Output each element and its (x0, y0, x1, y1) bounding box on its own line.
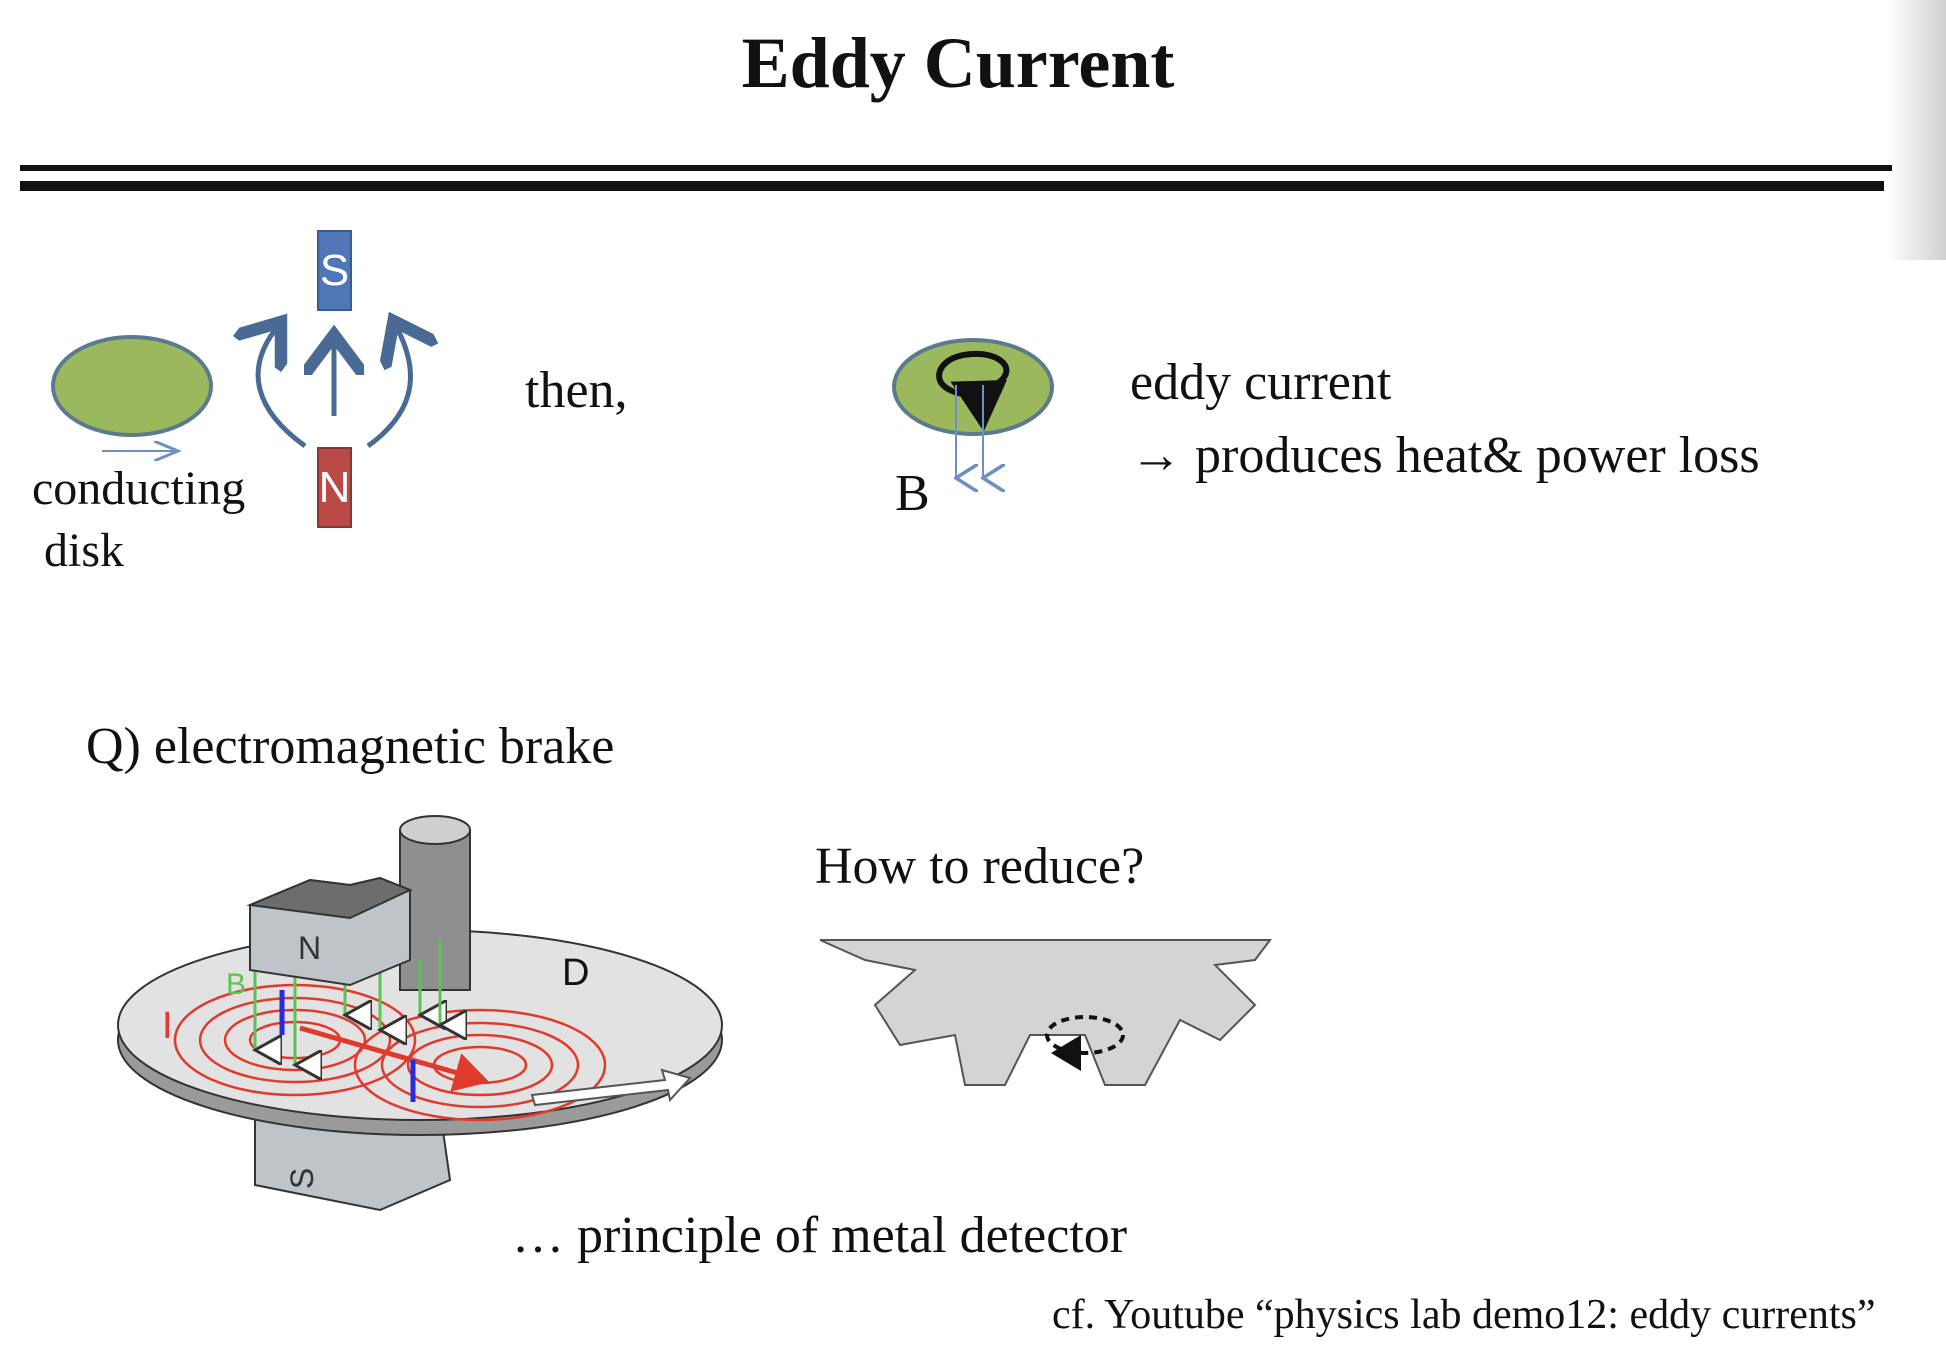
page-edge-shadow (1886, 0, 1946, 260)
question-text: Q) electromagnetic brake (86, 718, 615, 775)
north-magnet-label: N (318, 463, 351, 512)
south-magnet (317, 230, 352, 311)
disk-label-line2: disk (44, 524, 125, 577)
brake-north-label: N (298, 930, 322, 966)
metal-detector-text: … principle of metal detector (512, 1207, 1128, 1264)
field-arrow-left (258, 330, 307, 449)
eddy-disk-diagram (892, 338, 1054, 500)
then-text: then, (525, 362, 628, 419)
electromagnetic-brake-diagram (117, 815, 723, 1212)
slotted-plate-diagram (819, 939, 1272, 1086)
title-rule-bottom (20, 181, 1884, 191)
north-magnet (317, 447, 352, 528)
brake-disk-label: D (562, 952, 590, 994)
brake-field-label: B (226, 968, 247, 1001)
eddy-text-line2: → produces heat& power loss (1130, 427, 1760, 484)
rotation-arrow (530, 1068, 692, 1107)
title-rule-top (20, 165, 1892, 171)
reference-text: cf. Youtube “physics lab demo12: eddy cu… (1052, 1292, 1876, 1338)
brake-south-label: S (284, 1167, 321, 1190)
eddy-loop-arrow (936, 350, 1010, 432)
disk-magnet-diagram (51, 230, 460, 528)
field-arrow-right (366, 330, 410, 449)
disk-label-line1: conducting (32, 462, 246, 515)
slide-title: Eddy Current (741, 23, 1175, 103)
south-magnet-label: S (319, 246, 350, 295)
reduced-eddy-loop (1045, 1015, 1125, 1055)
axle-top (399, 815, 471, 845)
field-label-B: B (895, 465, 930, 522)
reduce-question: How to reduce? (815, 838, 1145, 895)
brake-current-label: I (162, 1005, 173, 1047)
eddy-text-line1: eddy current (1130, 354, 1392, 411)
conducting-disk-shape (51, 335, 213, 437)
slotted-plate-shape (819, 939, 1272, 1086)
